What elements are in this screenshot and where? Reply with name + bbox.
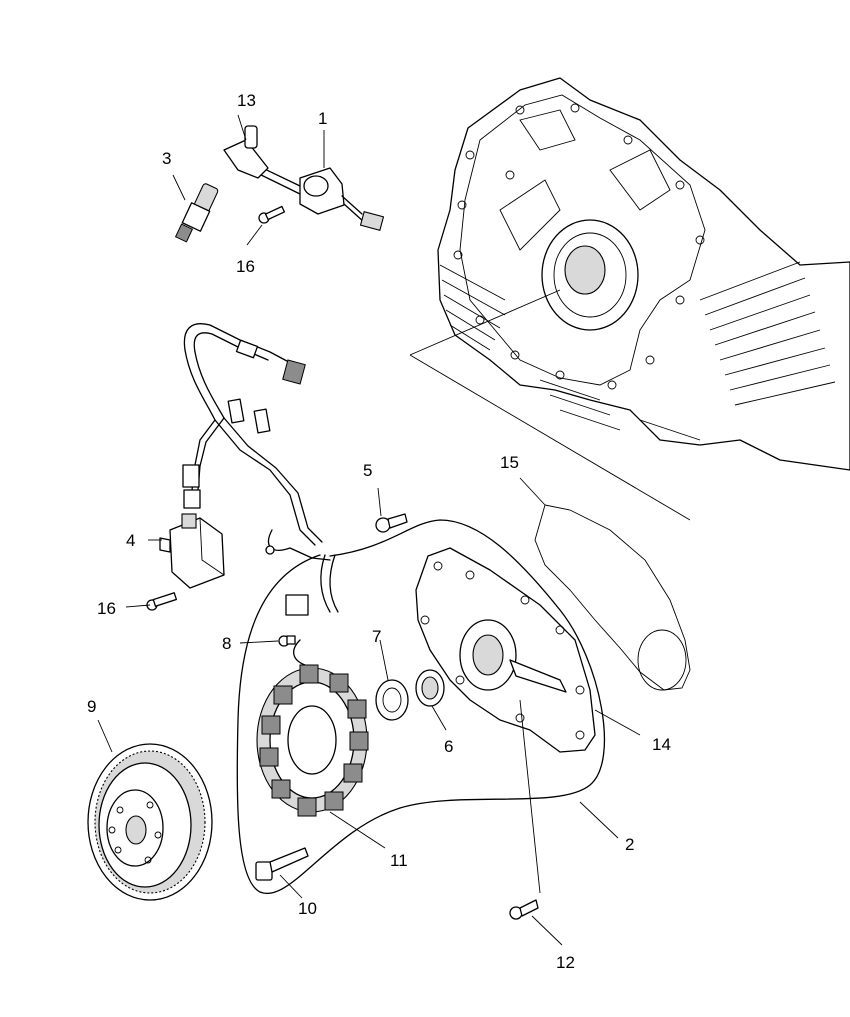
- flywheel: [87, 743, 213, 901]
- callout-5: 5: [363, 461, 372, 480]
- voltage-regulator: [159, 513, 225, 589]
- callout-13: 13: [237, 91, 256, 110]
- callout-4: 4: [126, 531, 135, 550]
- callout-10: 10: [298, 899, 317, 918]
- callout-11: 11: [390, 851, 408, 870]
- callout-7: 7: [372, 627, 381, 646]
- callout-6: 6: [444, 737, 453, 756]
- bushing: [415, 669, 445, 707]
- cover-screw: [509, 899, 539, 920]
- wire-loop: [236, 519, 606, 895]
- leader-lines: [97, 114, 641, 946]
- callout-3: 3: [162, 149, 171, 168]
- callout-2: 2: [625, 835, 634, 854]
- stator-bolt: [255, 847, 309, 881]
- gasket-ring: [637, 629, 687, 691]
- spark-plug-cap: [223, 125, 269, 179]
- callout-8: 8: [222, 634, 231, 653]
- callout-9: 9: [87, 697, 96, 716]
- spark-plug: [174, 183, 219, 243]
- ignition-coil: [251, 162, 385, 232]
- stator-wiring: [265, 529, 339, 666]
- stator: [256, 664, 369, 817]
- callout-labels: 1 2 3 4 5 6 7 8 9 10 11 12 13 14 15 16 1…: [87, 91, 671, 972]
- callout-16-coil: 16: [236, 257, 255, 276]
- oil-seal: [375, 679, 409, 721]
- callout-15: 15: [500, 453, 519, 472]
- callout-12: 12: [556, 953, 575, 972]
- coil-screw: [258, 205, 286, 224]
- cover-bolt: [375, 513, 408, 533]
- callout-1: 1: [318, 109, 327, 128]
- engine-crankcase: [409, 77, 850, 521]
- wiring-harness: [182, 323, 323, 546]
- regulator-screw: [146, 592, 178, 611]
- stator-cover: [415, 547, 596, 753]
- callout-16-regulator: 16: [97, 599, 116, 618]
- gasket: [534, 504, 691, 691]
- pickup-screw: [278, 635, 296, 647]
- callout-14: 14: [652, 735, 671, 754]
